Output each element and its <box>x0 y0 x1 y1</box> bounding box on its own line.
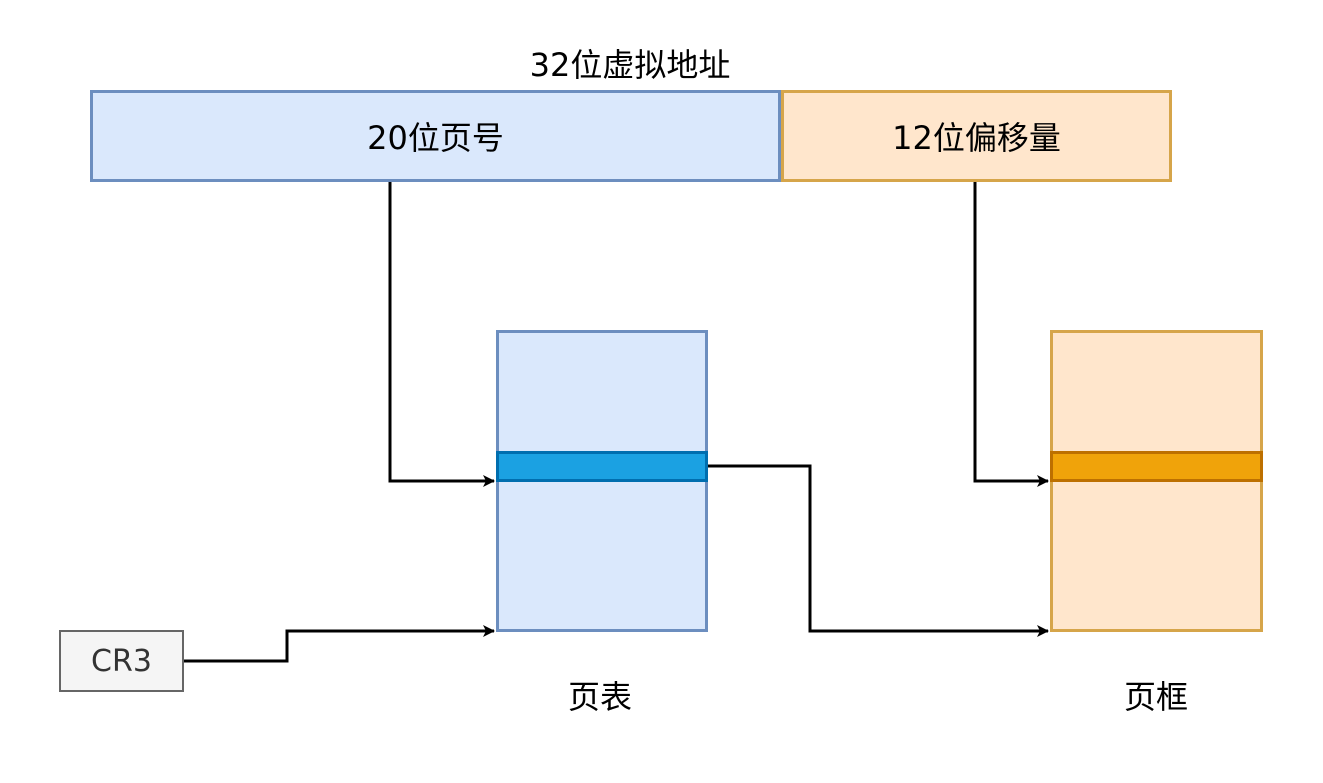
cr3-label: CR3 <box>91 643 152 679</box>
offset-label: 12位偏移量 <box>892 119 1061 157</box>
offset-to-frame-arrow <box>973 182 1049 487</box>
virtual-address-title: 32位虚拟地址 <box>529 46 731 84</box>
page-number-to-table-arrow <box>388 182 495 487</box>
offset-field: 12位偏移量 <box>781 90 1172 182</box>
table-entry-to-frame-arrow <box>708 464 1049 637</box>
page-table-entry <box>496 451 708 482</box>
page-frame-label: 页框 <box>1123 678 1188 716</box>
page-number-label: 20位页号 <box>367 119 504 157</box>
page-table-label: 页表 <box>567 678 632 716</box>
page-frame-entry <box>1050 451 1263 482</box>
page-number-field: 20位页号 <box>90 90 781 182</box>
cr3-register: CR3 <box>59 630 184 692</box>
cr3-to-table-arrow <box>184 625 495 663</box>
